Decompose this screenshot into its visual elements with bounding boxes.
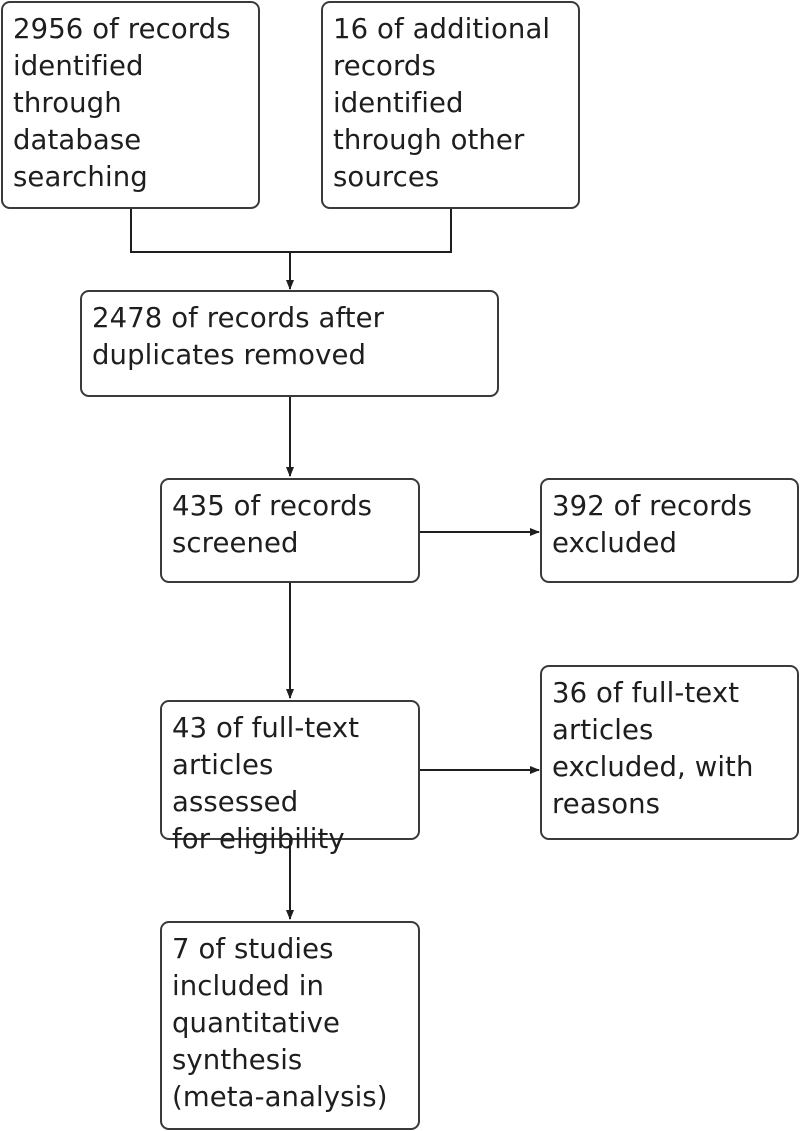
excluded-box: 392 of records excluded — [540, 478, 799, 583]
after-duplicates-box: 2478 of records after duplicates removed — [80, 290, 499, 397]
included-studies-box: 7 of studies included in quantitative sy… — [160, 921, 420, 1130]
database-records-box: 2956 of records identified through datab… — [1, 1, 260, 209]
fulltext-assessed-box: 43 of full-text articles assessed for el… — [160, 700, 420, 855]
other-sources-box: 16 of additional records identified thro… — [321, 1, 580, 209]
screened-box: 435 of records screened — [160, 478, 420, 583]
fulltext-excluded-box: 36 of full-text articles excluded, with … — [540, 665, 799, 840]
